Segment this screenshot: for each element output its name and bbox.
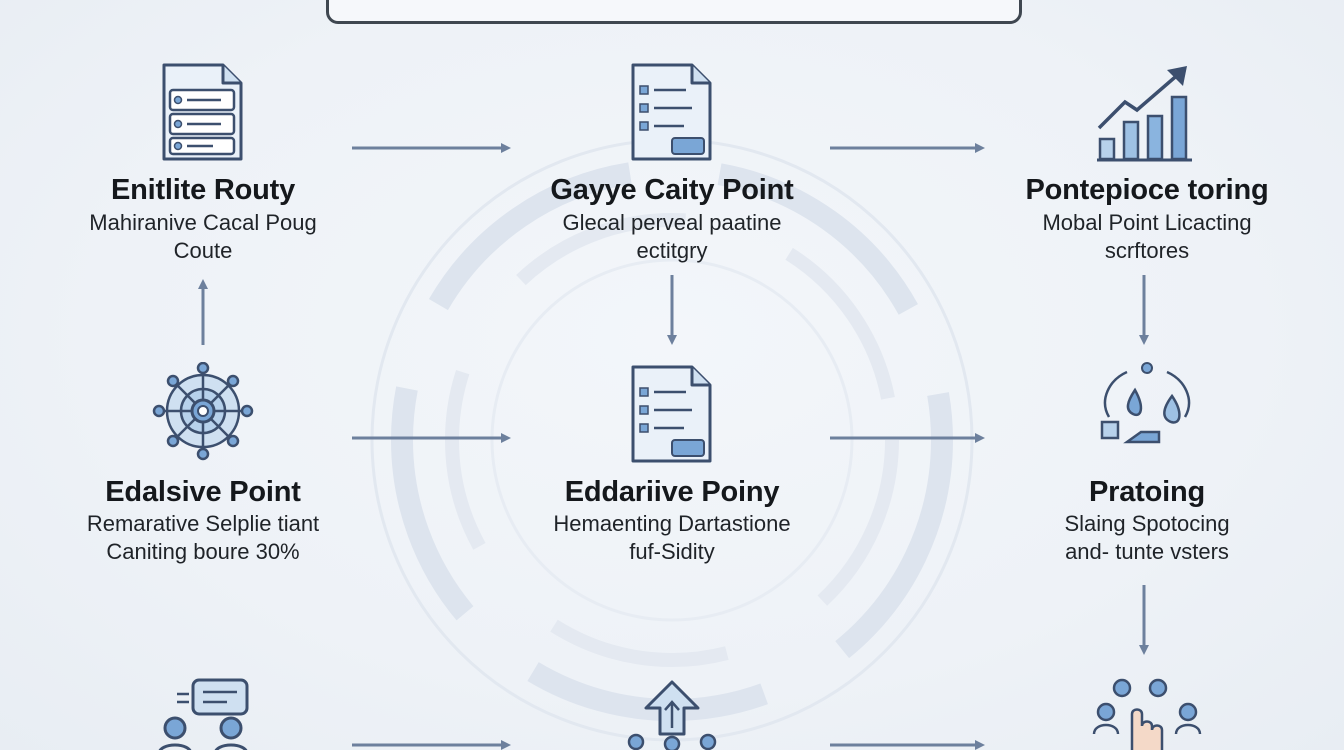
node-title: Pontepioce toring [1025, 174, 1269, 206]
upload-network-icon [627, 680, 717, 750]
team-hand-icon [1092, 678, 1202, 750]
node-title: Gayye Caity Point [550, 174, 794, 206]
node-desc-line2: ectitgry [636, 238, 708, 263]
node-2: Gayye Caity Point Glecal perveal paatine… [512, 60, 832, 280]
document-list-icon [631, 63, 712, 161]
server-icon [162, 63, 243, 161]
node-1: Enitlite Routy Mahiranive Cacal Poug Cou… [43, 60, 363, 280]
node-desc-line2: Coute [173, 238, 233, 263]
droplets-icon [1100, 362, 1191, 444]
node-desc-line1: Mobal Point Licacting [1042, 210, 1252, 235]
top-banner-box [326, 0, 1022, 24]
node-desc-line1: Slaing Spotocing [1064, 511, 1230, 536]
network-hub-icon [152, 362, 254, 461]
node-desc-line1: Remarative Selplie tiant [86, 511, 320, 536]
node-desc-line1: Hemaenting Dartastione [553, 511, 791, 536]
node-desc-line1: Mahiranive Cacal Poug [89, 210, 317, 235]
bar-chart-trend-icon [1097, 66, 1192, 162]
node-desc-line2: and- tunte vsters [1065, 539, 1229, 564]
node-title: Enitlite Routy [110, 174, 296, 206]
node-5: Eddariive Poiny Hemaenting Dartastione f… [512, 360, 832, 580]
document-list-icon [631, 365, 712, 463]
node-desc-line1: Glecal perveal paatine [562, 210, 782, 235]
chat-users-icon [158, 678, 249, 750]
node-6: Pratoing Slaing Spotocing and- tunte vst… [987, 360, 1307, 580]
node-title: Eddariive Poiny [564, 476, 780, 508]
node-desc-line2: Caniting boure 30% [106, 539, 300, 564]
node-desc-line2: scrftores [1104, 238, 1190, 263]
node-title: Pratoing [1088, 476, 1205, 508]
node-title: Edalsive Point [105, 476, 301, 508]
node-desc-line2: fuf-Sidity [629, 539, 715, 564]
node-3: Pontepioce toring Mobal Point Licacting … [987, 60, 1307, 280]
node-4: Edalsive Point Remarative Selplie tiant … [43, 360, 363, 580]
